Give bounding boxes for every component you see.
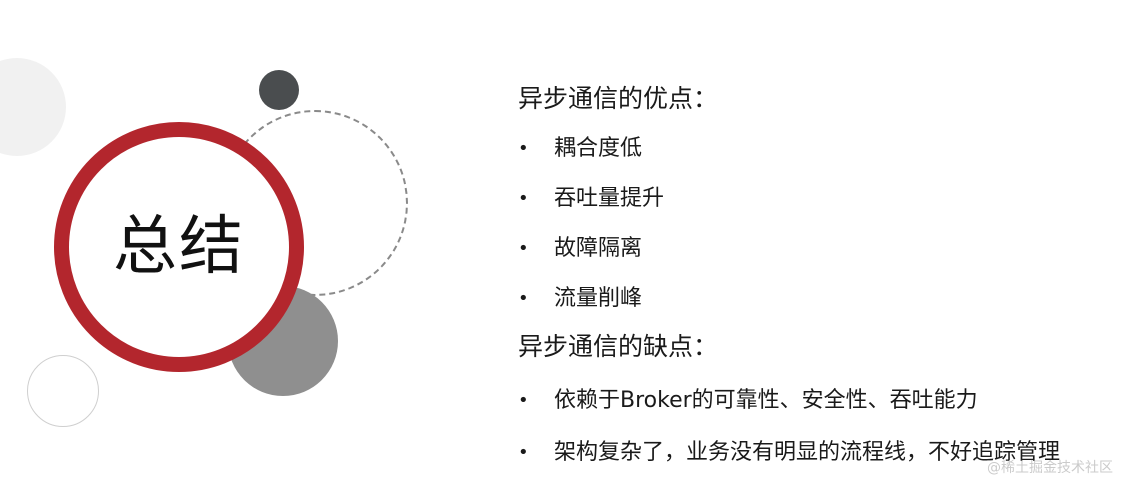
list-item: 故障隔离 [518,232,1060,282]
list-item: 耦合度低 [518,132,1060,182]
list-item: 吞吐量提升 [518,182,1060,232]
content-area: 异步通信的优点： 耦合度低 吞吐量提升 故障隔离 流量削峰 异步通信的缺点： 依… [518,80,1060,488]
watermark: @稀土掘金技术社区 [987,460,1113,476]
list-item: 架构复杂了，业务没有明显的流程线，不好追踪管理 [518,436,1060,488]
decorative-circle-faint [0,58,66,156]
list-item: 流量削峰 [518,282,1060,332]
decorative-circle-outline [27,355,99,427]
decorative-circle-dark [259,70,299,110]
list-item: 依赖于Broker的可靠性、安全性、吞吐能力 [518,384,1060,436]
title-ring: 总结 [54,122,304,372]
disadvantages-heading: 异步通信的缺点： [518,332,719,361]
disadvantages-list: 依赖于Broker的可靠性、安全性、吞吐能力 架构复杂了，业务没有明显的流程线，… [518,384,1060,488]
advantages-list: 耦合度低 吞吐量提升 故障隔离 流量削峰 [518,132,1060,332]
advantages-heading: 异步通信的优点： [518,84,719,113]
slide-title: 总结 [113,210,245,284]
